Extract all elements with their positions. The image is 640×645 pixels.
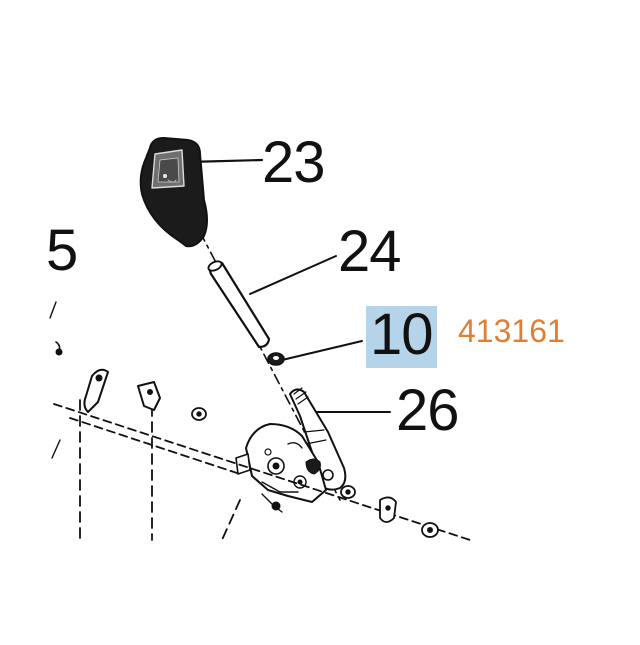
sleeve-tube [207,260,271,349]
callout-24: 24 [338,219,402,284]
callout-23: 23 [262,130,326,195]
washer-3 [421,522,439,538]
o-ring [267,352,285,366]
callout-5: 5 [46,218,78,283]
leader-24 [249,255,337,295]
bracket-left [83,368,109,413]
bracket-mid [137,381,161,411]
washer-1 [191,407,207,421]
callout-10-highlighted: 10 [366,306,437,368]
washer-2 [340,485,356,499]
clip-right [379,496,397,523]
assembly-line [53,403,471,541]
part-number-label: 413161 [458,313,565,349]
callout-26: 26 [396,378,460,443]
leader-10 [281,340,363,361]
assembly-line-lower [69,417,241,475]
shift-knob [139,137,208,248]
